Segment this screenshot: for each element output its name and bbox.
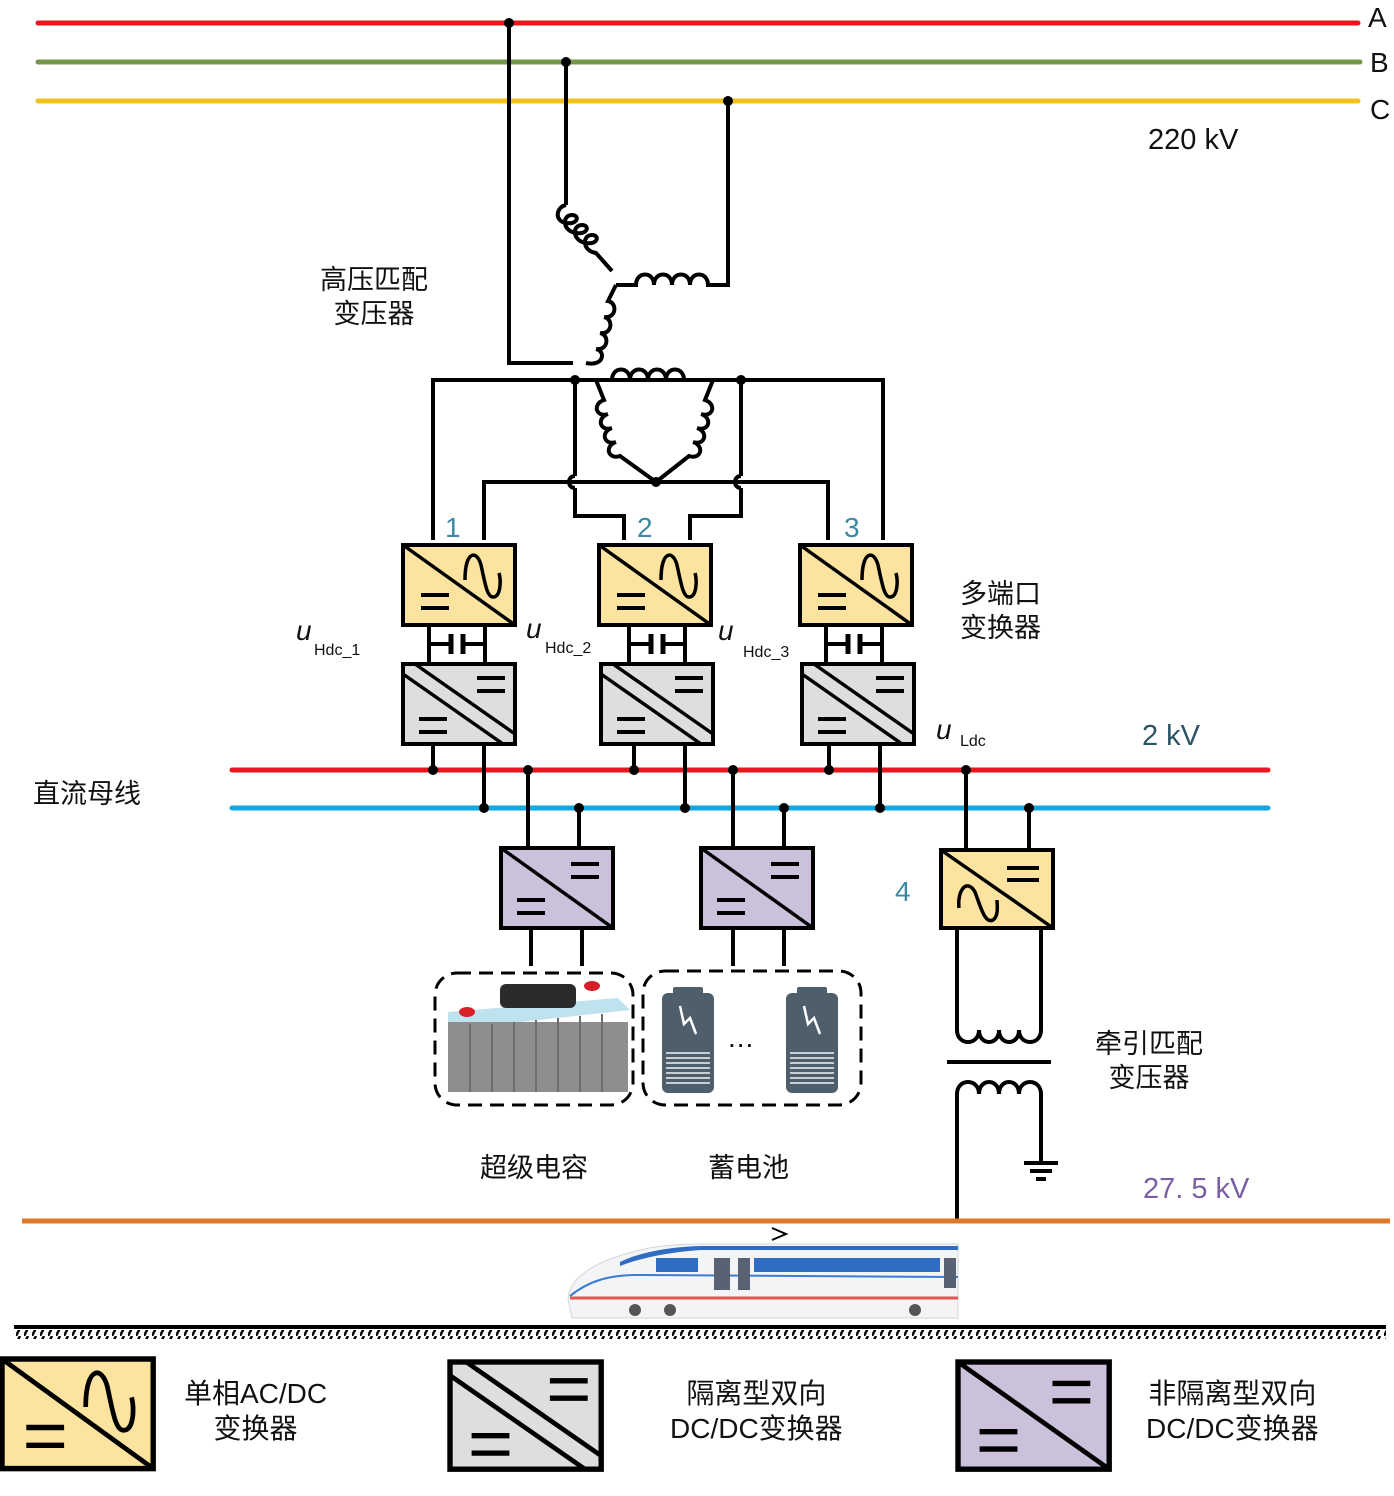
multiport-converter-label: 多端口 变换器 bbox=[960, 578, 1041, 646]
traction-transformer-label: 牵引匹配 变压器 bbox=[1095, 1028, 1203, 1096]
converter-number-4: 4 bbox=[895, 876, 911, 907]
acdc-converter-1 bbox=[401, 543, 517, 627]
battery-icon-2 bbox=[786, 987, 838, 1093]
converter-stack-2 bbox=[597, 543, 715, 746]
u-hdc-1-var: u bbox=[296, 615, 312, 646]
nonisolated-dcdc-battery bbox=[699, 846, 815, 930]
u-ldc-sub: Ldc bbox=[960, 733, 986, 750]
dc-bus-voltage-label: 2 kV bbox=[1142, 720, 1201, 752]
battery-label: 蓄电池 bbox=[708, 1153, 789, 1184]
u-hdc-1-sub: Hdc_1 bbox=[314, 642, 361, 659]
converter-number-1: 1 bbox=[445, 512, 461, 543]
legend-acdc-line2: 变换器 bbox=[213, 1413, 298, 1444]
phase-c-label: C bbox=[1370, 94, 1391, 125]
legend-acdc-text: 单相AC/DC 变换器 bbox=[184, 1376, 327, 1446]
u-hdc-3-var: u bbox=[718, 615, 734, 646]
battery-group bbox=[641, 969, 863, 1107]
legend-isolated-dcdc-text: 隔离型双向 DC/DC变换器 bbox=[670, 1376, 843, 1446]
hv-transformer bbox=[431, 23, 885, 540]
u-hdc-2-var: u bbox=[526, 613, 542, 644]
hv-transformer-label-line1: 高压匹配 bbox=[320, 265, 428, 296]
capacitor-2 bbox=[629, 626, 685, 662]
converter-stack-3 bbox=[798, 543, 916, 746]
multiport-converter-label-line1: 多端口 bbox=[960, 579, 1041, 610]
u-hdc-3-sub: Hdc_3 bbox=[743, 644, 790, 661]
train-icon bbox=[567, 1227, 959, 1319]
legend-nonisolated-dcdc-symbol bbox=[958, 1362, 1109, 1469]
acdc-converter-4 bbox=[939, 848, 1055, 930]
traction-transformer-label-line1: 牵引匹配 bbox=[1095, 1029, 1203, 1060]
isolated-dcdc-2 bbox=[599, 662, 715, 746]
legend-isolated-dcdc-line1: 隔离型双向 bbox=[686, 1378, 827, 1409]
battery-icon-1 bbox=[662, 987, 714, 1093]
capacitor-1 bbox=[429, 626, 485, 662]
acdc-converter-3 bbox=[798, 543, 914, 627]
supercap-group bbox=[433, 971, 635, 1107]
traction-transformer bbox=[947, 928, 1058, 1220]
u-ldc-var: u bbox=[936, 714, 952, 745]
acdc-converter-2 bbox=[597, 543, 713, 627]
converter-stack-1 bbox=[401, 543, 517, 746]
supercap-icon bbox=[448, 981, 630, 1092]
u-hdc-2-sub: Hdc_2 bbox=[545, 640, 592, 657]
phase-b-label: B bbox=[1370, 47, 1389, 78]
dc-bus-label: 直流母线 bbox=[33, 779, 141, 810]
phase-a-label: A bbox=[1368, 2, 1387, 33]
converter-number-2: 2 bbox=[637, 512, 653, 543]
isolated-dcdc-3 bbox=[800, 662, 916, 746]
capacitor-3 bbox=[826, 626, 882, 662]
hv-transformer-label-line2: 变压器 bbox=[333, 298, 415, 330]
legend-nonisolated-dcdc-line2: DC/DC变换器 bbox=[1146, 1413, 1319, 1444]
legend-isolated-dcdc-line2: DC/DC变换器 bbox=[670, 1413, 843, 1444]
legend-nonisolated-dcdc-text: 非隔离型双向 DC/DC变换器 bbox=[1146, 1376, 1319, 1446]
hv-transformer-label: 高压匹配 变压器 bbox=[320, 264, 428, 332]
converter-number-3: 3 bbox=[844, 512, 860, 543]
rail-hatch bbox=[14, 1330, 1386, 1339]
nonisolated-dcdc-supercap bbox=[499, 846, 615, 930]
catenary-voltage-label: 27. 5 kV bbox=[1143, 1173, 1250, 1205]
battery-ellipsis: ... bbox=[728, 1022, 755, 1053]
legend-acdc-symbol bbox=[2, 1359, 153, 1469]
grid-voltage-label: 220 kV bbox=[1148, 124, 1239, 156]
traction-transformer-label-line2: 变压器 bbox=[1108, 1062, 1190, 1094]
isolated-dcdc-1 bbox=[401, 662, 517, 746]
legend-nonisolated-dcdc-line1: 非隔离型双向 bbox=[1148, 1378, 1317, 1409]
multiport-converter-label-line2: 变换器 bbox=[960, 612, 1041, 644]
supercap-label: 超级电容 bbox=[480, 1153, 588, 1184]
legend-isolated-dcdc-symbol bbox=[450, 1362, 601, 1469]
legend-acdc-line1: 单相AC/DC bbox=[184, 1378, 328, 1409]
